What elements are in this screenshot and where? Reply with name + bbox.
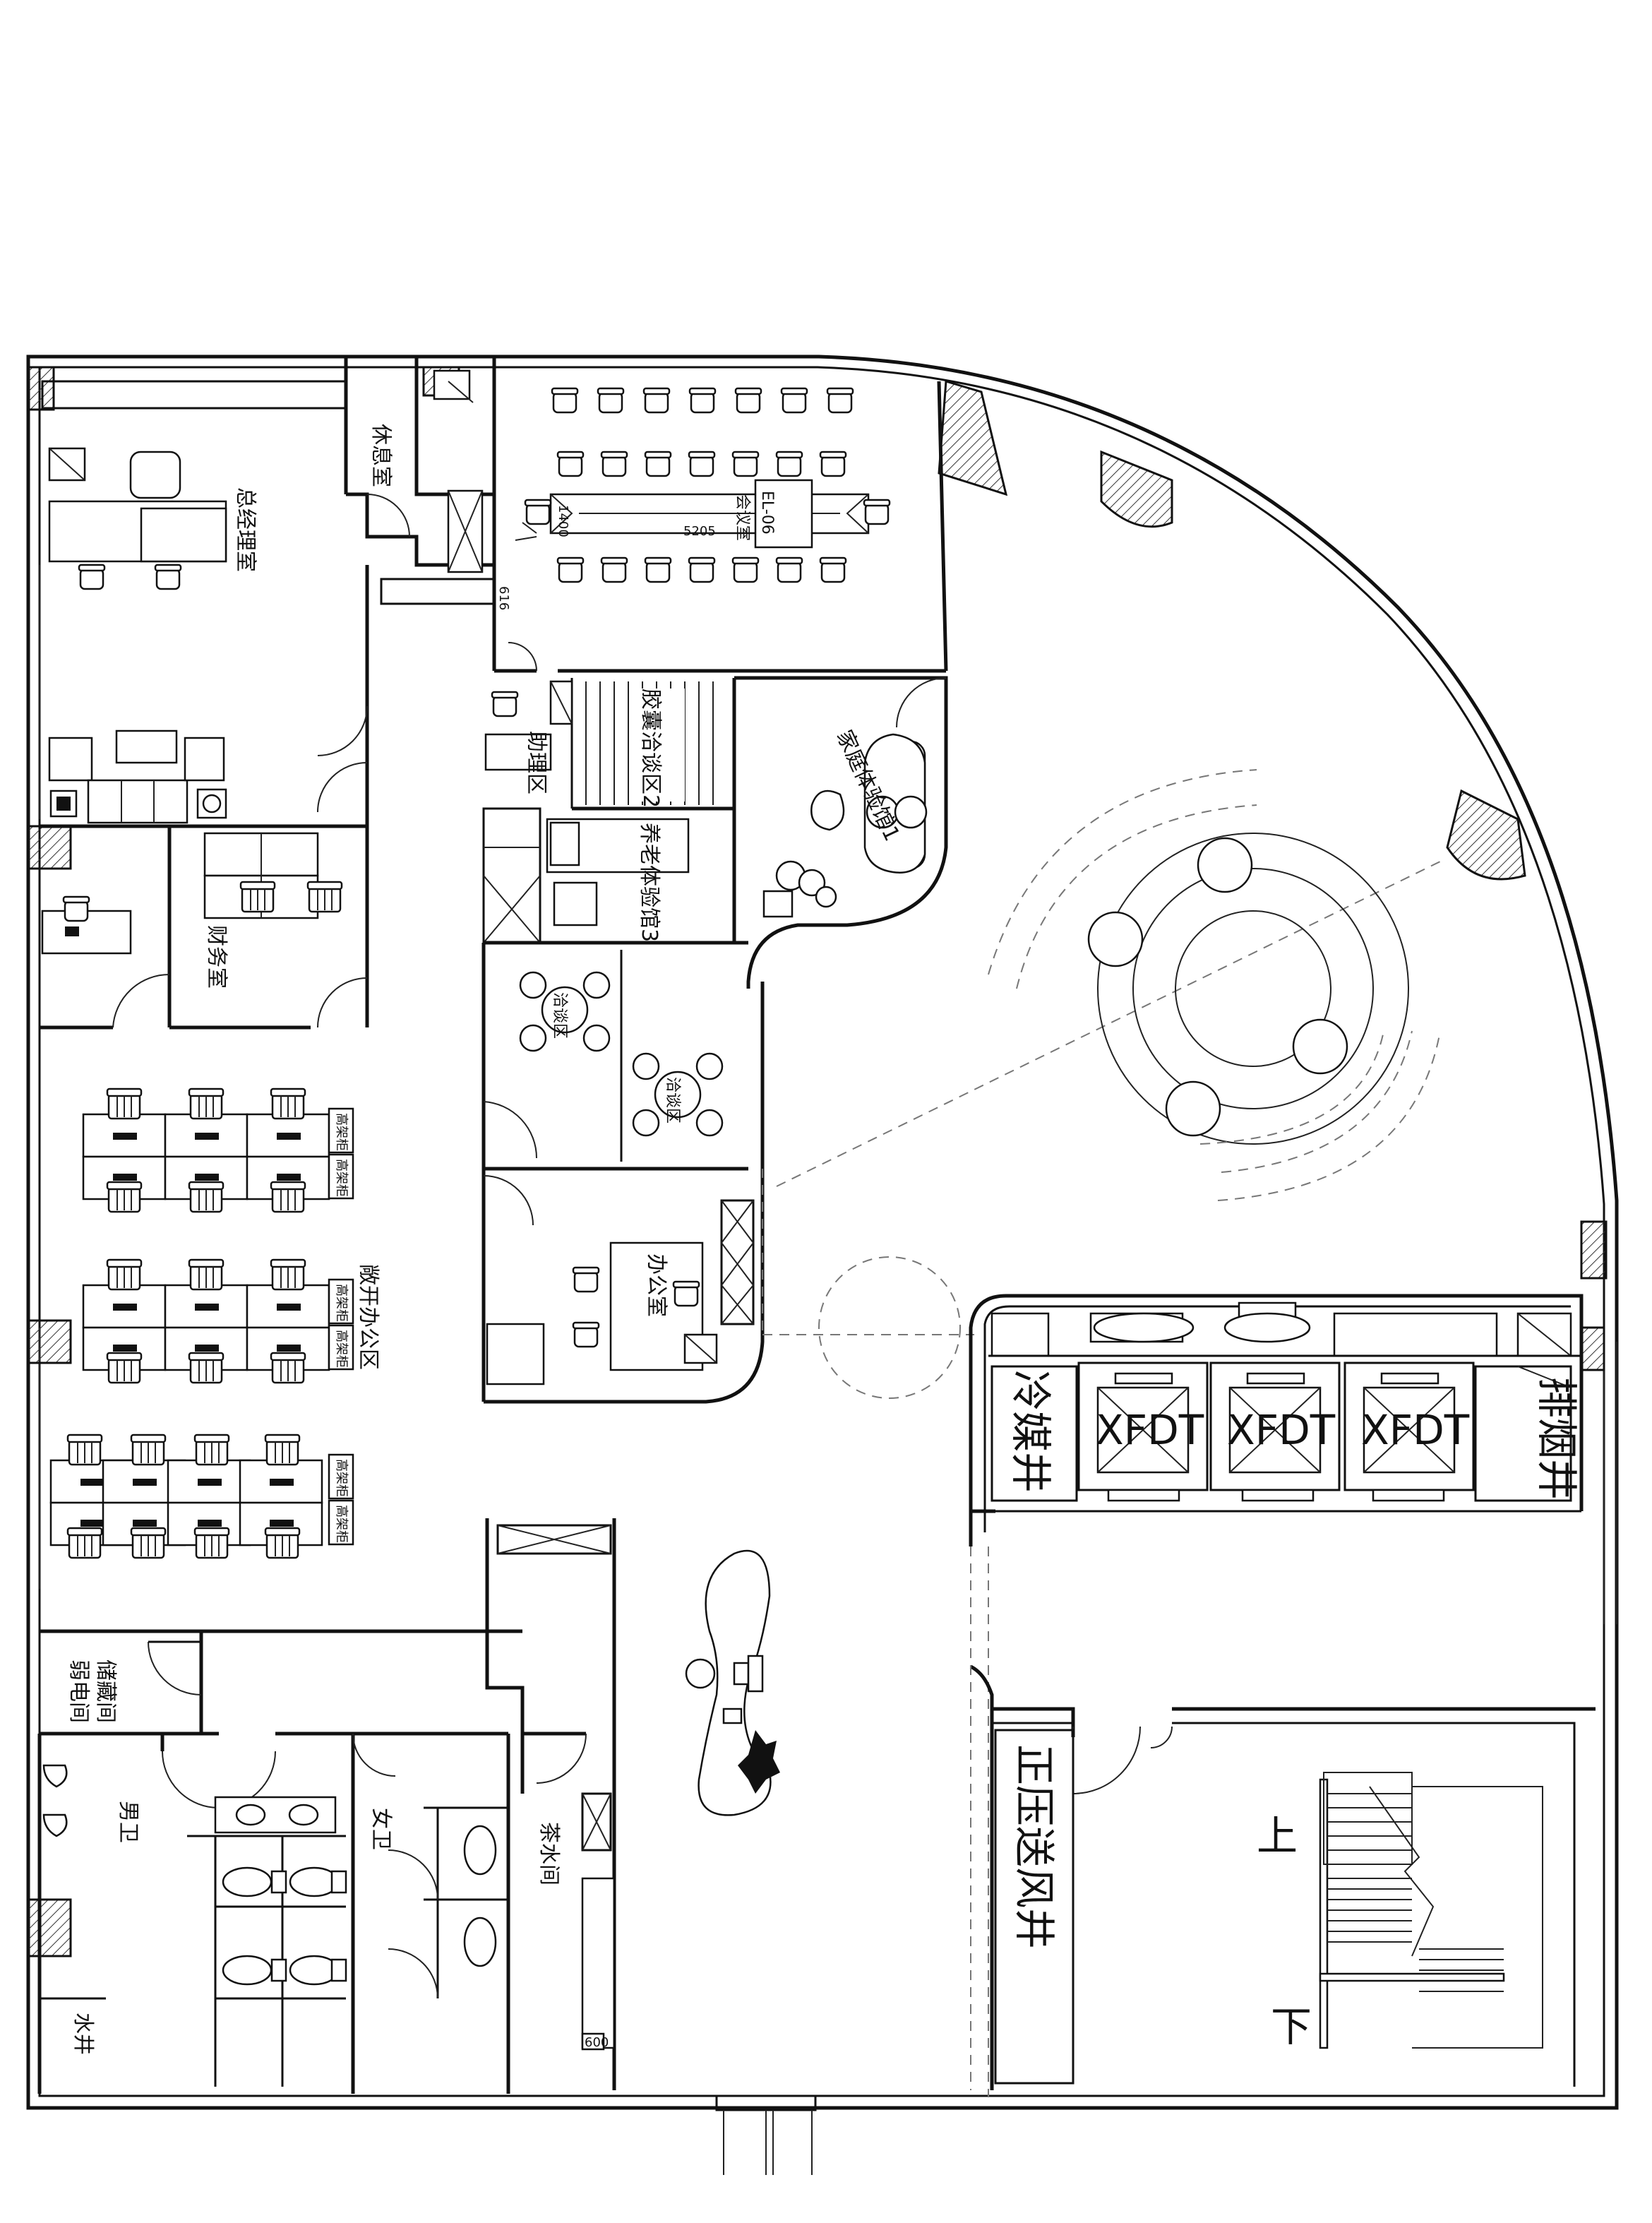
elevator-2: XFDT (1209, 1361, 1341, 1491)
cabinet-label-1: 高架柜 (334, 1113, 349, 1151)
open-office: 高架柜 高架柜 高架柜 高架柜 高架柜 高架柜 敞开办公区 (49, 1087, 381, 1559)
reception (685, 1549, 780, 1816)
stair-up-label: 上 (1257, 1812, 1298, 1860)
tea-room-label: 茶水间 (537, 1822, 561, 1885)
refrigerant-shaft-label: 冷媒井 (1007, 1370, 1055, 1493)
desk-block-1: 高架柜 高架柜 (82, 1087, 354, 1213)
stair-down-label: 下 (1271, 2003, 1312, 2051)
stair-core: 正压送风井 上 下 (969, 1664, 1596, 2090)
desk-block-3: 高架柜 高架柜 (49, 1434, 354, 1559)
talk-zone-2-label: 洽谈区 (664, 1077, 681, 1124)
talk-zones: 洽谈区 洽谈区 (481, 943, 748, 1171)
women-wc-label: 女卫 (369, 1808, 393, 1850)
elevator-3: XFDT (1343, 1361, 1475, 1491)
table-length-dim: 5205 (683, 524, 716, 539)
conference-room: 616 EL-06 会议室 5205 1400 (380, 357, 948, 673)
cabinet-label-3: 高架柜 (334, 1284, 349, 1322)
restrooms: 水井 男卫 女卫 (37, 1732, 510, 2094)
men-wc-label: 男卫 (116, 1801, 140, 1843)
cabinet-label-5: 高架柜 (334, 1459, 349, 1497)
finance-room: 财务室 (40, 826, 369, 1030)
cabinet-label-4: 高架柜 (334, 1330, 349, 1368)
desk-block-2: 高架柜 高架柜 (82, 1258, 354, 1384)
table-width-dim: 1400 (556, 505, 570, 537)
core-shafts: 冷媒井 XFDT XFDT XFDT 排烟井 (969, 1294, 1584, 2097)
tea-room: 600 茶水间 (485, 1518, 616, 2090)
assistant-capsule-zone: 助理区 胶囊洽谈区2 (317, 565, 736, 943)
weak-electric-label: 弱电间 (66, 1659, 91, 1723)
office-room: 办公室 (481, 1169, 765, 1404)
elevator-2-label: XFDT (1227, 1406, 1336, 1454)
finance-label: 财务室 (204, 925, 229, 989)
pressure-shaft-label: 正压送风井 (1010, 1744, 1058, 1949)
rest-room: 休息室 (346, 357, 494, 573)
capsule-talk-label: 胶囊洽谈区2 (638, 689, 663, 808)
conference-table-code: EL-06 (758, 491, 776, 535)
atrium-feature (762, 769, 1441, 1399)
cabinet-label-6: 高架柜 (334, 1505, 349, 1543)
elevator-3-label: XFDT (1361, 1406, 1470, 1454)
elderly-experience-label: 养老体验馆3 (637, 823, 662, 942)
cabinet-label-2: 高架柜 (334, 1159, 349, 1197)
dim-600: 600 (585, 2035, 609, 2050)
storage-label: 储藏间 (93, 1659, 118, 1723)
talk-zone-1-label: 洽谈区 (551, 992, 568, 1039)
elevator-1: XFDT (1077, 1361, 1209, 1491)
open-office-label: 敞开办公区 (356, 1264, 381, 1370)
stair: 上 下 (1257, 1772, 1543, 2051)
general-manager-office: 总经理室 (40, 357, 367, 828)
conference-chairs (524, 387, 891, 583)
storage-electric: 储藏间 弱电间 (40, 1629, 522, 1736)
assistant-label: 助理区 (524, 731, 549, 794)
elderly-experience: 养老体验馆3 (482, 807, 748, 945)
outer-walls (26, 354, 1619, 2175)
general-manager-label: 总经理室 (233, 487, 258, 572)
office-label: 办公室 (644, 1253, 669, 1317)
family-experience: 家庭体验馆1 (734, 676, 948, 989)
conference-label: 会议室 (734, 494, 751, 541)
rest-room-label: 休息室 (369, 424, 393, 487)
water-shaft-label: 水井 (71, 2013, 95, 2055)
lobby-lines (613, 982, 971, 2090)
elevator-1-label: XFDT (1096, 1406, 1204, 1454)
smoke-shaft-label: 排烟井 (1533, 1377, 1581, 1500)
door-width-616: 616 (496, 586, 511, 610)
